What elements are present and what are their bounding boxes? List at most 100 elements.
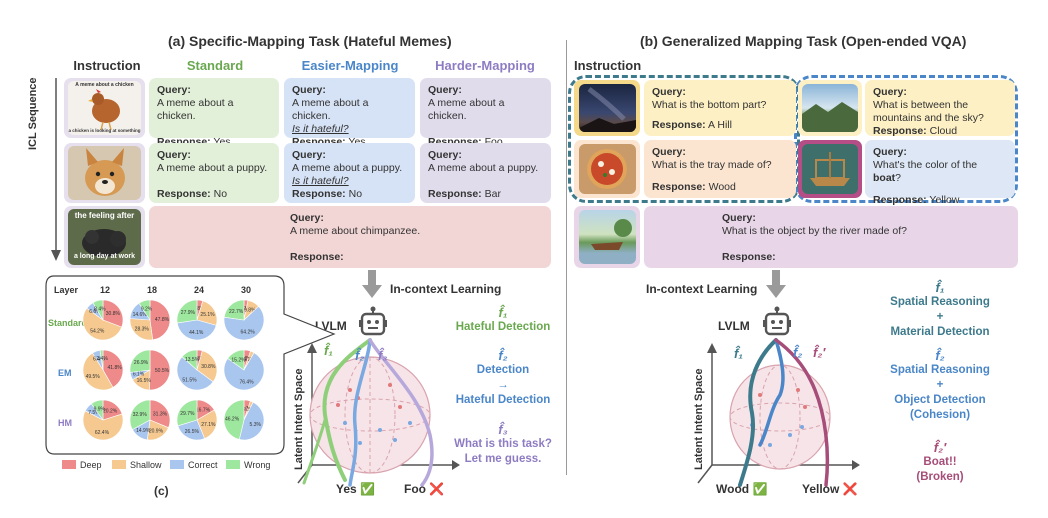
latent-space-diagram-b [697,338,860,487]
card-query-chimpanzee: Query: A meme about chimpanzee. Response… [149,206,551,268]
layer-head: Layer [54,285,79,295]
pie-slice-wrong [129,349,151,373]
pie-label: 22.7% [229,309,244,315]
lvlm-label-b: LVLM [718,319,750,333]
query-label: Query: [292,149,326,161]
pie-label: 8.4% [94,306,106,312]
legend-wrong: Wrong [244,460,271,470]
f2-symbol: f̂₂ [498,348,508,363]
row-standard: Standard [48,318,88,328]
pie-slice-shallow [196,350,218,383]
f2-plus: + [936,379,944,391]
group-blue-dashed [794,75,1018,203]
f2-marker-b: f̂₂ [793,345,803,360]
panel-a-title: (a) Specific-Mapping Task (Hateful Memes… [168,33,452,49]
query-text: A meme about a chicken. [157,97,234,122]
f2-desc-line2: Object Detection [894,394,986,406]
query-bold: boat [873,172,896,184]
icl-title-b: In-context Learning [646,282,758,296]
pie-label: 50.5% [155,368,170,374]
pie-label: 9.9% [94,407,106,413]
f2p-desc-line2: (Broken) [916,471,964,483]
query-label: Query: [873,146,907,158]
pie-label: 25.1% [200,312,215,318]
chimpanzee-meme-image: the feeling after a long day at work [68,209,141,265]
f3-marker-a: f̂₃ [378,348,388,363]
query-label: Query: [722,212,756,224]
pie-slice-shallow [196,300,218,326]
f2p-marker-b: f̂₂′ [813,345,826,360]
pie-slice-deep [149,299,171,341]
response-value: No [213,188,228,200]
query-text: What is the tray made of? [652,159,772,171]
card-standard-chicken: Query: A meme about a chicken. Response:… [149,78,279,148]
response-line: Response: Bar [428,188,543,201]
response-value: A Hill [708,119,732,131]
response-label: Response: [428,188,482,200]
response-label: Response: [873,194,927,206]
query-text: What is the bottom part? [652,99,767,111]
response-label: Response: [292,188,346,200]
legend-swatch-wrong [226,460,240,469]
layer-12: 12 [100,285,111,295]
standard-heading: Standard [186,58,244,73]
response-value: Cloud [929,125,958,137]
row-em: EM [58,368,72,378]
legend-correct: Correct [188,460,218,470]
f1-marker-b: f̂₁ [734,346,743,361]
icl-sequence-arrow [51,78,61,261]
f2-arrow: → [497,379,509,391]
response-value: Bar [484,188,501,200]
pie-label: 62.4% [95,430,110,436]
layer-18: 18 [147,285,158,295]
pie-label: 51.5% [182,377,197,383]
latent-space-diagram-a [297,338,460,487]
down-arrow-b [766,270,786,298]
pie-label: 64.2% [241,329,256,335]
group-teal-dashed [568,75,800,203]
query-text: A meme about a chicken. [292,97,369,122]
pie-slice-shallow [82,410,124,441]
pie-label: 3.1% [243,357,255,363]
pie-slice-wrong [99,349,104,371]
query-pre: What's the color of the [873,159,978,171]
response-value: Yellow [929,194,960,206]
f2-desc-line1: Spatial Reasoning [890,364,990,376]
pie-slice-wrong [227,349,245,371]
pie-label: 16.7% [196,408,211,414]
response-label: Response: [290,251,344,263]
response-value: Wood [708,181,736,193]
output-yes-text: Yes [336,482,357,496]
response-line: Response: A Hill [652,119,788,132]
card-c1: Query: What is the bottom part? Response… [644,80,796,136]
output-yellow-text: Yellow [802,482,840,496]
query-label: Query: [157,149,191,161]
puppy-image [68,146,141,200]
f3-description-a: f̂₃ What is this task? Let me guess. [448,422,558,467]
f1-symbol: f̂₁ [935,280,945,295]
pie-slice-wrong [138,299,151,322]
pie-slice-correct [223,352,265,391]
river-boat-image [579,210,636,264]
f1-plus: + [936,311,944,323]
pie-slice-correct [223,305,265,341]
pie-slice-wrong [223,399,245,440]
instruction-heading-b: Instruction [574,58,642,73]
f1-marker-a: f̂₁ [324,343,333,358]
card-c2: Query: What is between the mountains and… [865,80,1015,137]
pie-label: 49.5% [86,374,101,380]
card-easier-chicken: Query: A meme about a chicken. Is it hat… [284,78,415,148]
f3-desc-line2: Let me guess. [464,453,542,465]
query-text: A meme about a puppy. [428,162,539,174]
f2p-desc-line1: Boat!! [923,456,957,468]
response-label: Response: [652,119,706,131]
robot-icon [763,306,791,336]
pie-label: 14.9% [136,428,151,434]
panel-c-label: (c) [154,484,169,498]
card-c5-query: Query: What is the object by the river m… [644,206,1018,268]
output-foo: Foo ❌ [404,482,444,496]
pie-label: 9.2% [141,306,153,312]
pie-label: 45.7% [239,406,254,412]
pie-label: 6.4% [93,357,105,363]
axis-label-b: Latent Intent Space [693,368,705,470]
